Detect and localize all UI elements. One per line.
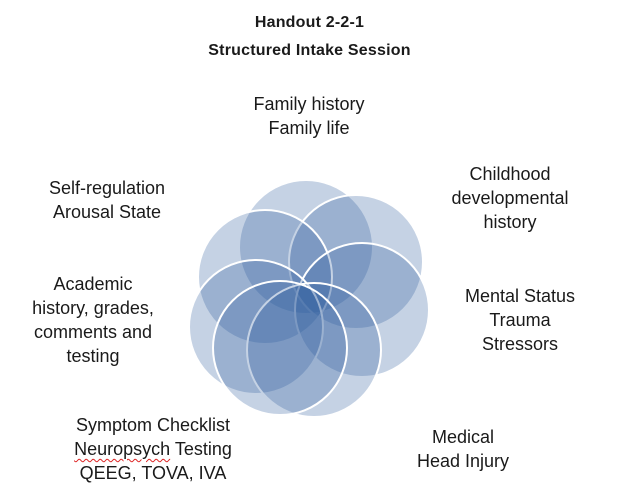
label-symptom-checklist: Symptom Checklist Neuropsych Testing QEE…: [74, 415, 232, 483]
circle-mental-status: [294, 242, 430, 378]
spellcheck-word: Neuropsych: [74, 439, 171, 459]
circle-academic: [188, 259, 324, 395]
circle-medical: [246, 282, 382, 418]
label-academic-history: Academic history, grades, comments and t…: [32, 274, 154, 366]
circle-group: [188, 179, 430, 418]
label-self-regulation: Self-regulation Arousal State: [48, 178, 166, 222]
circle-self-regulation: [197, 209, 333, 345]
label-childhood-development: Childhood developmental history: [451, 164, 569, 232]
circle-symptom: [212, 280, 348, 416]
page-title: Structured Intake Session: [208, 42, 411, 59]
label-medical-head-injury: Medical Head Injury: [416, 427, 510, 471]
label-mental-status: Mental Status Trauma Stressors: [464, 286, 576, 354]
label-family-history: Family history Family life: [253, 94, 365, 138]
handout-number: Handout 2-2-1: [254, 14, 365, 31]
